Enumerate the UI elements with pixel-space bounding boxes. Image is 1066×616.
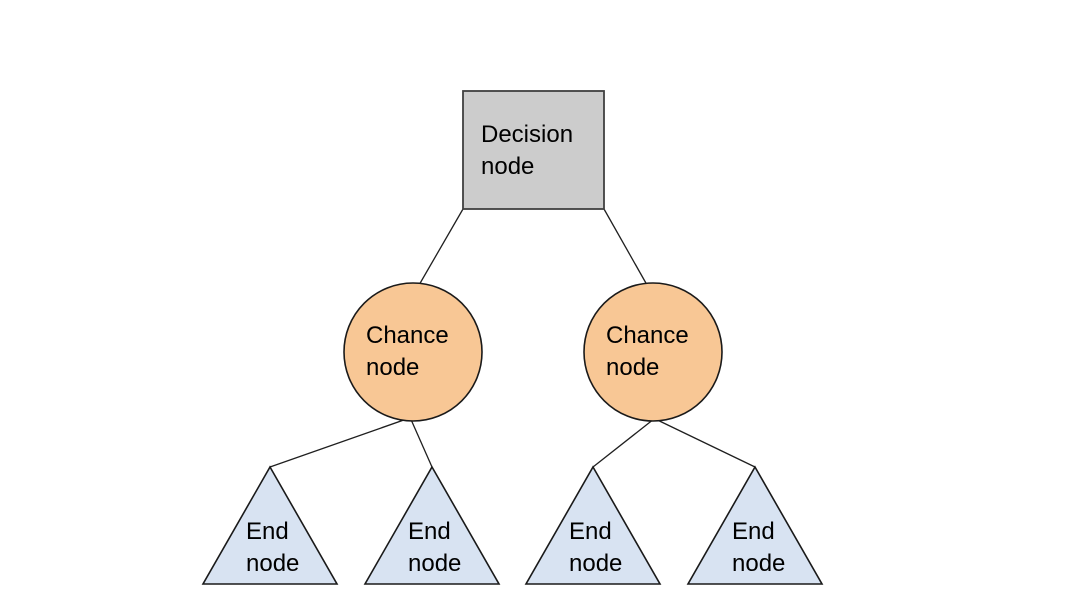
chance-node-left-label-line2: node	[366, 354, 420, 381]
end-node-2-label-line1: End	[408, 518, 451, 545]
end-node-4-shape	[686, 465, 824, 585]
decision-node-shape	[462, 90, 605, 210]
chance-node-right-label: Chance node	[606, 320, 689, 384]
edge-chance-left-to-end-2	[408, 414, 433, 468]
end-node-3-label-line1: End	[569, 518, 612, 545]
end-node-3-label-line2: node	[569, 550, 623, 577]
end-node-1-label-line2: node	[246, 550, 300, 577]
chance-node-left-label-line1: Chance	[366, 322, 449, 349]
decision-node-label: Decision node	[481, 119, 573, 183]
end-node-4-label: End node	[732, 516, 785, 580]
end-node-3-shape	[524, 465, 662, 585]
end-node-4-label-line1: End	[732, 518, 775, 545]
decision-node-label-line2: node	[481, 153, 535, 180]
edge-decision-to-chance-right	[603, 208, 652, 293]
chance-node-right-label-line1: Chance	[606, 322, 689, 349]
chance-node-left-shape	[343, 282, 483, 422]
edge-chance-right-to-end-3	[592, 414, 660, 468]
end-node-1-label-line1: End	[246, 518, 289, 545]
chance-node-right-shape	[583, 282, 723, 422]
end-node-4-label-line2: node	[732, 550, 786, 577]
chance-node-right-label-line2: node	[606, 354, 660, 381]
end-node-2-label-line2: node	[408, 550, 462, 577]
decision-node-label-line1: Decision	[481, 121, 574, 148]
edge-chance-right-to-end-4	[646, 414, 756, 468]
end-node-1-shape	[201, 465, 339, 585]
edge-chance-left-to-end-1	[269, 414, 419, 468]
end-node-2-shape	[363, 465, 501, 585]
chance-node-left-label: Chance node	[366, 320, 449, 384]
edge-decision-to-chance-left	[414, 208, 464, 293]
end-node-1-label: End node	[246, 516, 299, 580]
end-node-3-label: End node	[569, 516, 622, 580]
end-node-2-label: End node	[408, 516, 461, 580]
